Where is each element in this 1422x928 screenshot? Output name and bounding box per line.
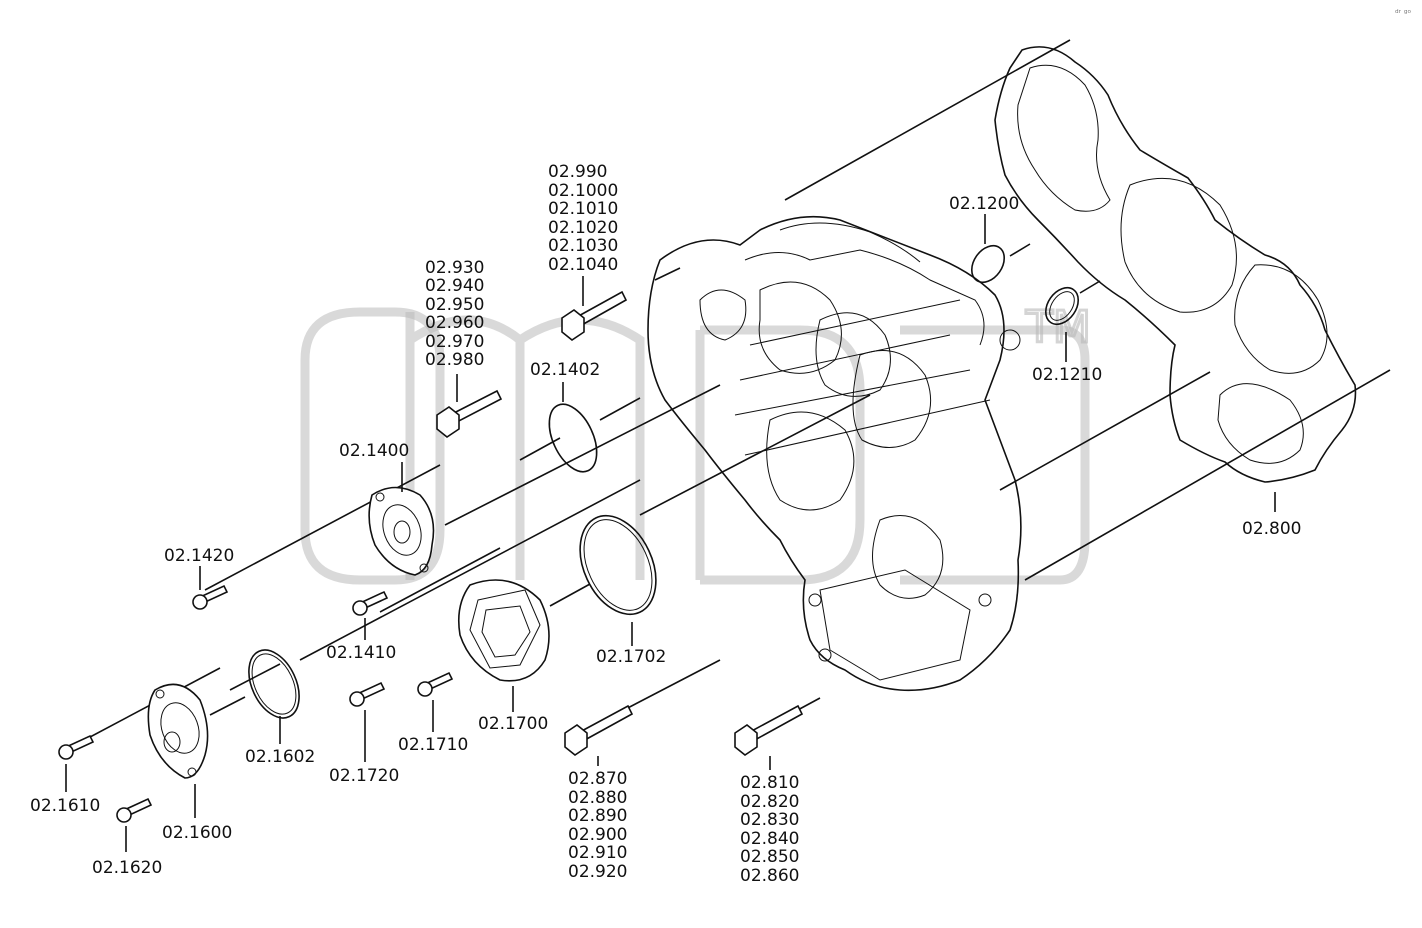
label-02-1200: 02.1200 [949, 194, 1019, 214]
label-02-1720: 02.1720 [329, 766, 399, 786]
watermark: TM [300, 301, 1092, 585]
label-02-820: 02.820 [740, 792, 799, 812]
label-02-1410: 02.1410 [326, 643, 396, 663]
label-02-940: 02.940 [425, 276, 484, 296]
label-02-860: 02.860 [740, 866, 799, 886]
label-02-810: 02.810 [740, 773, 799, 793]
label-02-990: 02.990 [548, 162, 607, 182]
o-ring-02-1200 [970, 244, 1006, 284]
label-02-1010: 02.1010 [548, 199, 618, 219]
label-02-960: 02.960 [425, 313, 484, 333]
label-02-1702: 02.1702 [596, 647, 666, 667]
label-02-1700: 02.1700 [478, 714, 548, 734]
cover-02-1400 [368, 486, 435, 576]
label-02-950: 02.950 [425, 295, 484, 315]
label-02-870: 02.870 [568, 769, 627, 789]
label-02-930: 02.930 [425, 258, 484, 278]
watermark-tm: TM [1025, 302, 1091, 353]
screw-02-1420 [192, 584, 229, 610]
o-ring-02-1402 [548, 403, 598, 473]
label-02-1710: 02.1710 [398, 735, 468, 755]
label-02-900: 02.900 [568, 825, 627, 845]
label-02-1040: 02.1040 [548, 255, 618, 275]
label-02-800: 02.800 [1242, 519, 1301, 539]
screw-02-1710 [417, 671, 454, 697]
label-02-1620: 02.1620 [92, 858, 162, 878]
callout-leaders [65, 214, 1067, 852]
label-02-850: 02.850 [740, 847, 799, 867]
label-02-1020: 02.1020 [548, 218, 618, 238]
alignment-lines [74, 39, 1391, 746]
label-02-1600: 02.1600 [162, 823, 232, 843]
label-02-1030: 02.1030 [548, 236, 618, 256]
o-ring-02-1602 [248, 649, 300, 719]
label-02-1420: 02.1420 [164, 546, 234, 566]
label-02-1610: 02.1610 [30, 796, 100, 816]
label-02-830: 02.830 [740, 810, 799, 830]
screw-02-1410 [352, 590, 389, 616]
label-02-880: 02.880 [568, 788, 627, 808]
label-02-920: 02.920 [568, 862, 627, 882]
label-02-1402: 02.1402 [530, 360, 600, 380]
label-02-980: 02.980 [425, 350, 484, 370]
screw-02-1610 [58, 734, 95, 760]
cover-02-1700 [457, 579, 550, 682]
label-02-1602: 02.1602 [245, 747, 315, 767]
screw-02-1620 [116, 797, 153, 823]
callout-labels: 02.800 02.810 02.820 02.830 02.840 02.85… [30, 162, 1301, 886]
label-02-910: 02.910 [568, 843, 627, 863]
label-02-970: 02.970 [425, 332, 484, 352]
o-ring-02-1702 [579, 514, 657, 616]
label-02-1400: 02.1400 [339, 441, 409, 461]
label-02-1210: 02.1210 [1032, 365, 1102, 385]
bolt-02-990 [561, 290, 628, 341]
corner-mark: ᵈʳ ᵍᵒ [1395, 9, 1411, 19]
bolt-02-930 [436, 389, 503, 438]
gasket-drawing [994, 46, 1357, 512]
bolt-02-810 [734, 704, 804, 756]
label-02-890: 02.890 [568, 806, 627, 826]
screw-02-1720 [349, 681, 386, 707]
cover-02-1600 [147, 683, 209, 779]
bolt-02-870 [564, 704, 634, 756]
label-02-840: 02.840 [740, 829, 799, 849]
label-02-1000: 02.1000 [548, 181, 618, 201]
o-ring-02-1210 [1044, 286, 1080, 326]
